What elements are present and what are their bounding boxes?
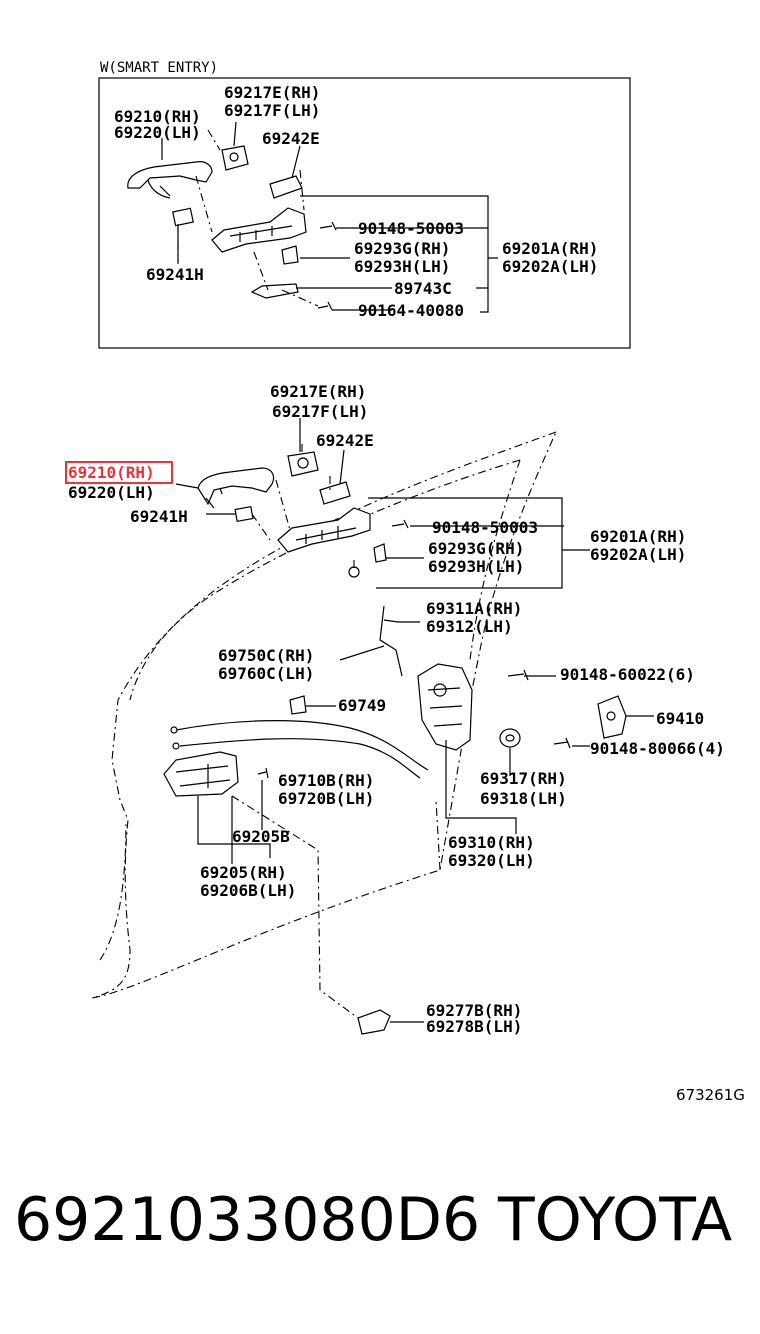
- inset-frame-assembly: [211, 207, 307, 253]
- main-label-lock-lh: 69320(LH): [448, 851, 535, 870]
- main-label-bracket-lh: 69293H(LH): [428, 557, 524, 576]
- inset-bracket: [281, 245, 299, 265]
- main-label-bushing-rh: 69317(RH): [480, 769, 567, 788]
- main-label-pad-lh: 69217F(LH): [272, 402, 368, 421]
- main-label-bracket-rh: 69293G(RH): [428, 539, 524, 558]
- inset-label-pad-rh: 69217E(RH): [224, 83, 320, 102]
- inset-frame: [98, 77, 631, 349]
- inset-label-frame-lh: 69202A(LH): [502, 257, 598, 276]
- main-label-rod-rh: 69311A(RH): [426, 599, 522, 618]
- main-label-bezel-lh: 69278B(LH): [426, 1017, 522, 1036]
- main-label-cover: 69242E: [316, 431, 374, 450]
- inset-label-bracket-lh: 69293H(LH): [354, 257, 450, 276]
- main-label-inner-screw: 69205B: [232, 827, 290, 846]
- main-screw-small: [348, 566, 360, 578]
- main-label-handle-rh: 69210(RH): [68, 463, 155, 482]
- main-label-bushing-lh: 69318(LH): [480, 789, 567, 808]
- door-inner-line: [99, 799, 441, 961]
- main-label-inner-cable-rh: 69710B(RH): [278, 771, 374, 790]
- inset-label-handle-rh: 69210(RH): [114, 107, 201, 126]
- inset-label-cover: 69242E: [262, 129, 320, 148]
- inset-label-bracket-rh: 69293G(RH): [354, 239, 450, 258]
- main-pad: [287, 451, 319, 477]
- inset-cap: [172, 207, 194, 227]
- main-clamp: [289, 695, 307, 715]
- main-outer-handle: [197, 467, 275, 506]
- main-cable-a: [175, 720, 429, 771]
- main-label-cap: 69241H: [130, 507, 188, 526]
- main-cable-b: [179, 738, 421, 779]
- main-label-striker: 69410: [656, 709, 704, 728]
- door-window-frame: [129, 459, 521, 701]
- inset-cover: [269, 175, 303, 199]
- main-bracket: [373, 543, 387, 563]
- inset-label-screw2: 90164-40080: [358, 301, 464, 320]
- main-label-screw1: 90148-50003: [432, 518, 538, 537]
- main-label-frame-lh: 69202A(LH): [590, 545, 686, 564]
- figure-code: 673261G: [676, 1086, 745, 1104]
- main-label-rod-lh: 69312(LH): [426, 617, 513, 636]
- main-label-inner-handle-lh: 69206B(LH): [200, 881, 296, 900]
- highlight-box: [65, 461, 173, 484]
- main-bushing: [499, 728, 521, 748]
- main-label-cable-lh: 69760C(LH): [218, 664, 314, 683]
- footer-part-number: 6921033080D6: [14, 1185, 481, 1255]
- inset-clip: [250, 283, 299, 299]
- main-label-frame-rh: 69201A(RH): [590, 527, 686, 546]
- main-label-handle-lh: 69220(LH): [68, 483, 155, 502]
- main-label-clamp: 69749: [338, 696, 386, 715]
- main-cap: [234, 506, 254, 522]
- inset-label-pad-lh: 69217F(LH): [224, 101, 320, 120]
- main-label-inner-cable-lh: 69720B(LH): [278, 789, 374, 808]
- inset-outer-handle: [127, 161, 213, 189]
- inset-label-handle-lh: 69220(LH): [114, 123, 201, 142]
- inset-pad: [221, 145, 249, 171]
- main-label-cable-rh: 69750C(RH): [218, 646, 314, 665]
- inset-label-cap: 69241H: [146, 265, 204, 284]
- main-bezel: [357, 1009, 391, 1035]
- inset-label-clip: 89743C: [394, 279, 452, 298]
- inset-smart-entry: W(SMART ENTRY) 69210(RH) 69220(LH) 69217…: [98, 60, 631, 349]
- main-label-pad-rh: 69217E(RH): [270, 382, 366, 401]
- inset-label-screw1: 90148-50003: [358, 219, 464, 238]
- main-cover: [319, 481, 351, 505]
- inset-title: W(SMART ENTRY): [100, 60, 218, 76]
- main-striker: [597, 695, 627, 739]
- main-label-screw-striker: 90148-80066(4): [590, 739, 725, 758]
- main-frame-assembly: [277, 507, 371, 553]
- main-label-screw-lock: 90148-60022(6): [560, 665, 695, 684]
- main-label-lock-rh: 69310(RH): [448, 833, 535, 852]
- main-door-diagram: 69217E(RH) 69217F(LH) 69242E 69210(RH) 6…: [65, 382, 725, 1036]
- footer-brand: TOYOTA: [498, 1185, 733, 1255]
- main-rod: [379, 605, 403, 677]
- main-label-inner-handle-rh: 69205(RH): [200, 863, 287, 882]
- main-label-bezel-rh: 69277B(RH): [426, 1001, 522, 1020]
- inset-label-frame-rh: 69201A(RH): [502, 239, 598, 258]
- main-inner-handle: [163, 751, 239, 797]
